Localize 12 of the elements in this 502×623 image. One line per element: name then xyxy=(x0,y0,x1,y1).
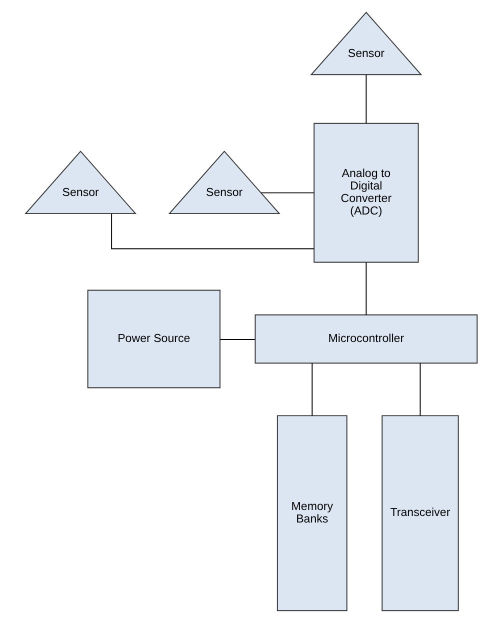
node-box: Analog to Digital Converter (ADC) xyxy=(313,122,418,263)
connector xyxy=(419,362,420,416)
connector xyxy=(311,362,312,416)
connector xyxy=(260,192,314,194)
node-box: Power Source xyxy=(86,290,220,388)
node-box: Transceiver xyxy=(381,415,458,612)
node-box: Microcontroller xyxy=(254,314,478,364)
connector xyxy=(365,262,366,316)
connector xyxy=(219,339,255,340)
connector xyxy=(110,213,314,250)
connector xyxy=(365,74,366,124)
node-box: Memory Banks xyxy=(276,415,347,612)
